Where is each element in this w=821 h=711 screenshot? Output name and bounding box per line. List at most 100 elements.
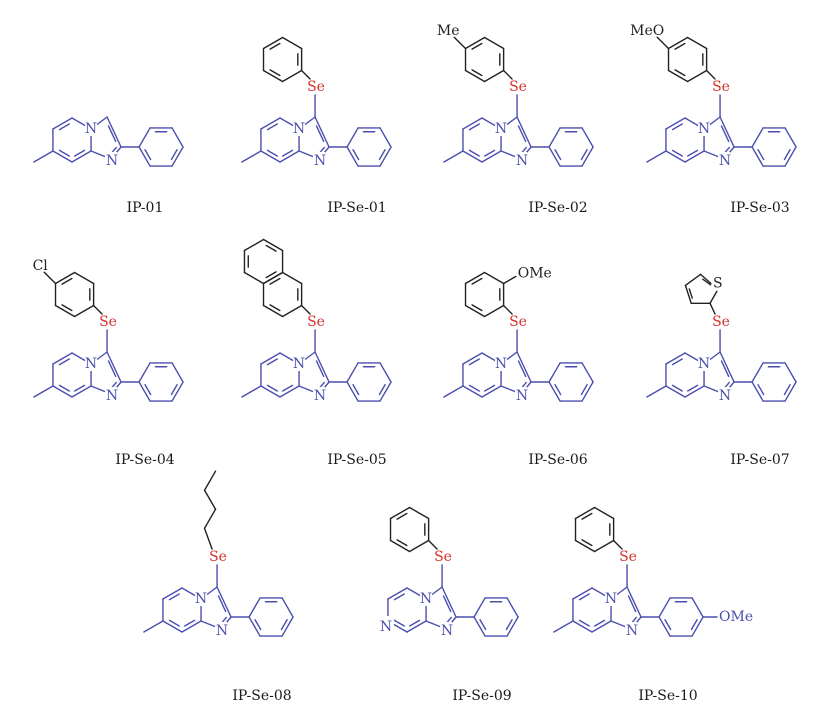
label-backdrop [85, 357, 98, 371]
bond [71, 385, 92, 398]
methyl-bond [646, 385, 667, 398]
bond-inner [107, 125, 117, 143]
bond-inner [282, 149, 294, 157]
se-aryl-bond [705, 69, 716, 80]
se-aryl-bond [300, 304, 311, 315]
bond [574, 506, 596, 520]
bond [406, 620, 427, 633]
bond [279, 385, 300, 398]
bond-inner [690, 619, 698, 631]
label-backdrop [625, 622, 638, 636]
bond [665, 352, 686, 365]
bond-inner [170, 149, 178, 161]
bond-inner [61, 277, 73, 285]
bond [462, 150, 483, 163]
bond [346, 146, 359, 167]
bond [262, 238, 284, 252]
bond [216, 586, 232, 618]
bond [516, 351, 532, 383]
bond [54, 271, 76, 285]
bond [408, 506, 430, 520]
bond [665, 117, 686, 130]
bond [171, 362, 184, 383]
bond [483, 69, 505, 83]
methyl-bond [553, 620, 574, 633]
bond [506, 616, 519, 637]
bond [658, 616, 671, 637]
bond-inner [580, 149, 588, 161]
label-backdrop [381, 616, 394, 630]
bond [54, 304, 76, 318]
bridgehead-nitrogen: N [698, 356, 710, 372]
bond [171, 146, 184, 167]
label-backdrop [293, 357, 306, 371]
bond-inner [471, 69, 483, 77]
bond [667, 69, 689, 83]
label-backdrop [495, 357, 508, 371]
bond-inner [396, 539, 408, 547]
bridgehead-nitrogen: N [293, 356, 305, 372]
bond-inner [627, 595, 637, 613]
bond [593, 506, 615, 520]
bond [483, 304, 505, 318]
compound-label: IP-Se-05 [327, 452, 386, 468]
bond [591, 620, 612, 633]
bond [248, 597, 261, 618]
methyl-label: Me [437, 23, 460, 39]
label-backdrop [215, 622, 228, 636]
bond-inner [58, 123, 70, 131]
selenium-label: Se [307, 79, 325, 95]
bond [464, 271, 486, 285]
ring-nitrogen: N [106, 153, 118, 169]
bond-inner [471, 277, 483, 285]
bond [684, 284, 692, 304]
bond [281, 616, 294, 637]
bond [691, 597, 704, 618]
bond-inner [671, 358, 683, 366]
selenium-label: Se [209, 549, 227, 565]
methyl-bond [241, 385, 262, 398]
ring-nitrogen: N [719, 388, 731, 404]
bond [260, 150, 281, 163]
bond [387, 587, 408, 600]
methoxy-label: OMe [518, 266, 552, 282]
para-bond [656, 36, 670, 50]
bond [719, 351, 735, 383]
bond-inner [269, 69, 281, 77]
bond [281, 271, 303, 285]
bridgehead-nitrogen: N [195, 591, 207, 607]
bond [281, 597, 294, 618]
bond-inner [144, 149, 152, 161]
bond [379, 381, 392, 402]
compound-label: IP-Se-10 [638, 688, 697, 704]
para-bond [453, 36, 467, 50]
bond-inner [352, 384, 360, 396]
bond [162, 587, 183, 600]
bond [784, 146, 797, 167]
bond [751, 362, 764, 383]
bond [581, 381, 594, 402]
compound-label: IP-Se-09 [452, 688, 511, 704]
label-backdrop [718, 152, 731, 166]
methoxy-label: MeO [630, 23, 664, 39]
bond-inner [266, 149, 278, 157]
bond [667, 36, 689, 50]
bond-inner [687, 149, 699, 157]
bond [473, 597, 486, 618]
bond-inner [393, 619, 405, 627]
bond-inner [783, 384, 791, 396]
bond-inner [484, 149, 496, 157]
bond [52, 117, 73, 130]
bond-inner [265, 244, 277, 252]
bond-inner [671, 384, 683, 392]
bond [281, 304, 303, 318]
bond-inner [554, 384, 562, 396]
compound-label: IP-Se-01 [327, 200, 386, 216]
bond-inner [170, 384, 178, 396]
bond [686, 36, 708, 50]
bond [481, 150, 502, 163]
bond-inner [280, 619, 288, 631]
se-aryl-bond [502, 304, 513, 315]
